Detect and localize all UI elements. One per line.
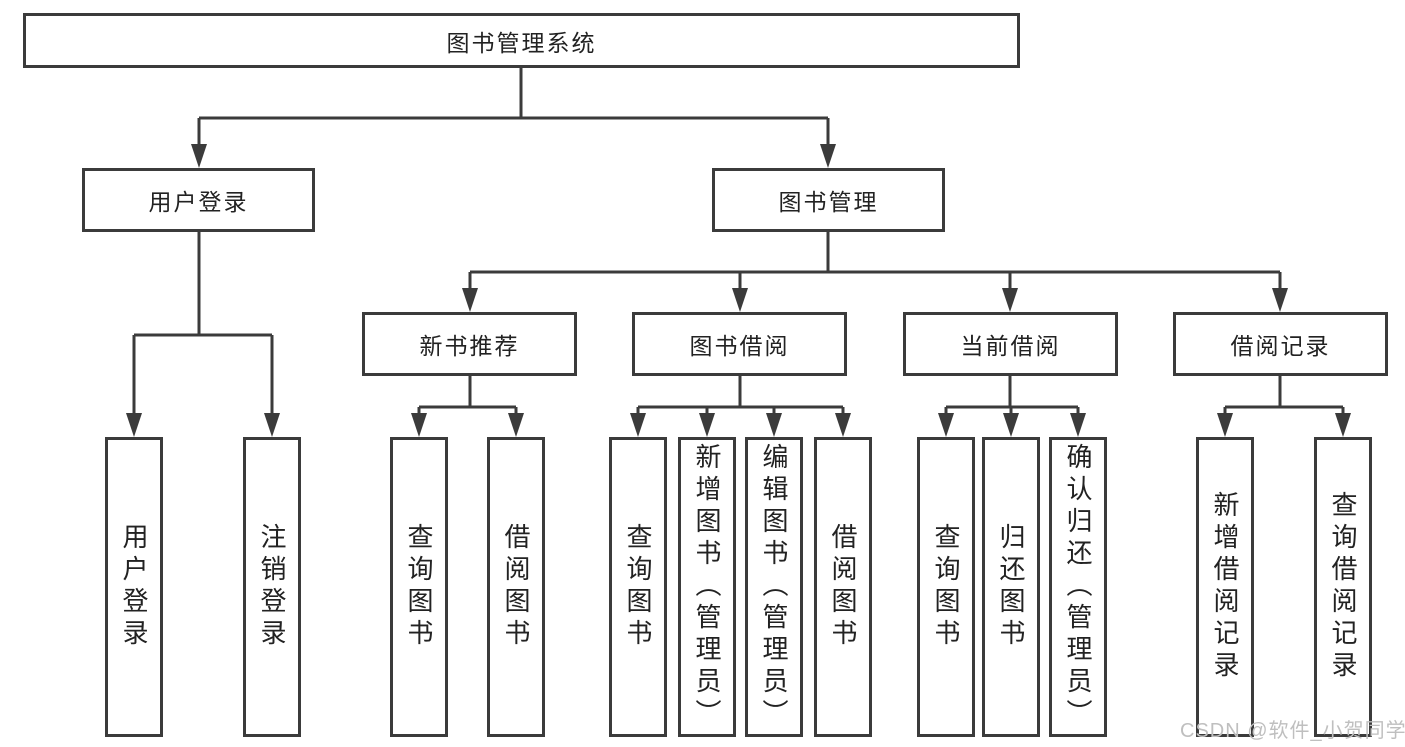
node-borrowing-records: 借阅记录 xyxy=(1173,312,1388,376)
leaf-query-books-borrowing: 查询图书 xyxy=(609,437,667,737)
leaf-query-books-recommend: 查询图书 xyxy=(390,437,448,737)
leaf-add-books-admin: 新增图书（管理员） xyxy=(678,437,736,737)
node-current-borrowing: 当前借阅 xyxy=(903,312,1118,376)
node-new-book-recommend: 新书推荐 xyxy=(362,312,577,376)
node-book-management: 图书管理 xyxy=(712,168,945,232)
leaf-query-borrow-record: 查询借阅记录 xyxy=(1314,437,1372,737)
leaf-return-books: 归还图书 xyxy=(982,437,1040,737)
csdn-watermark: CSDN @软件_小贺同学 xyxy=(1180,720,1405,742)
node-user-login: 用户登录 xyxy=(82,168,315,232)
leaf-confirm-return-admin: 确认归还（管理员） xyxy=(1049,437,1107,737)
leaf-borrow-books-recommend: 借阅图书 xyxy=(487,437,545,737)
leaf-add-borrow-record: 新增借阅记录 xyxy=(1196,437,1254,737)
leaf-edit-books-admin: 编辑图书（管理员） xyxy=(745,437,803,737)
leaf-borrow-books-borrowing: 借阅图书 xyxy=(814,437,872,737)
leaf-query-books-current: 查询图书 xyxy=(917,437,975,737)
leaf-logout-login: 注销登录 xyxy=(243,437,301,737)
leaf-user-login: 用户登录 xyxy=(105,437,163,737)
node-book-borrowing: 图书借阅 xyxy=(632,312,847,376)
node-library-management-system: 图书管理系统 xyxy=(23,13,1020,68)
